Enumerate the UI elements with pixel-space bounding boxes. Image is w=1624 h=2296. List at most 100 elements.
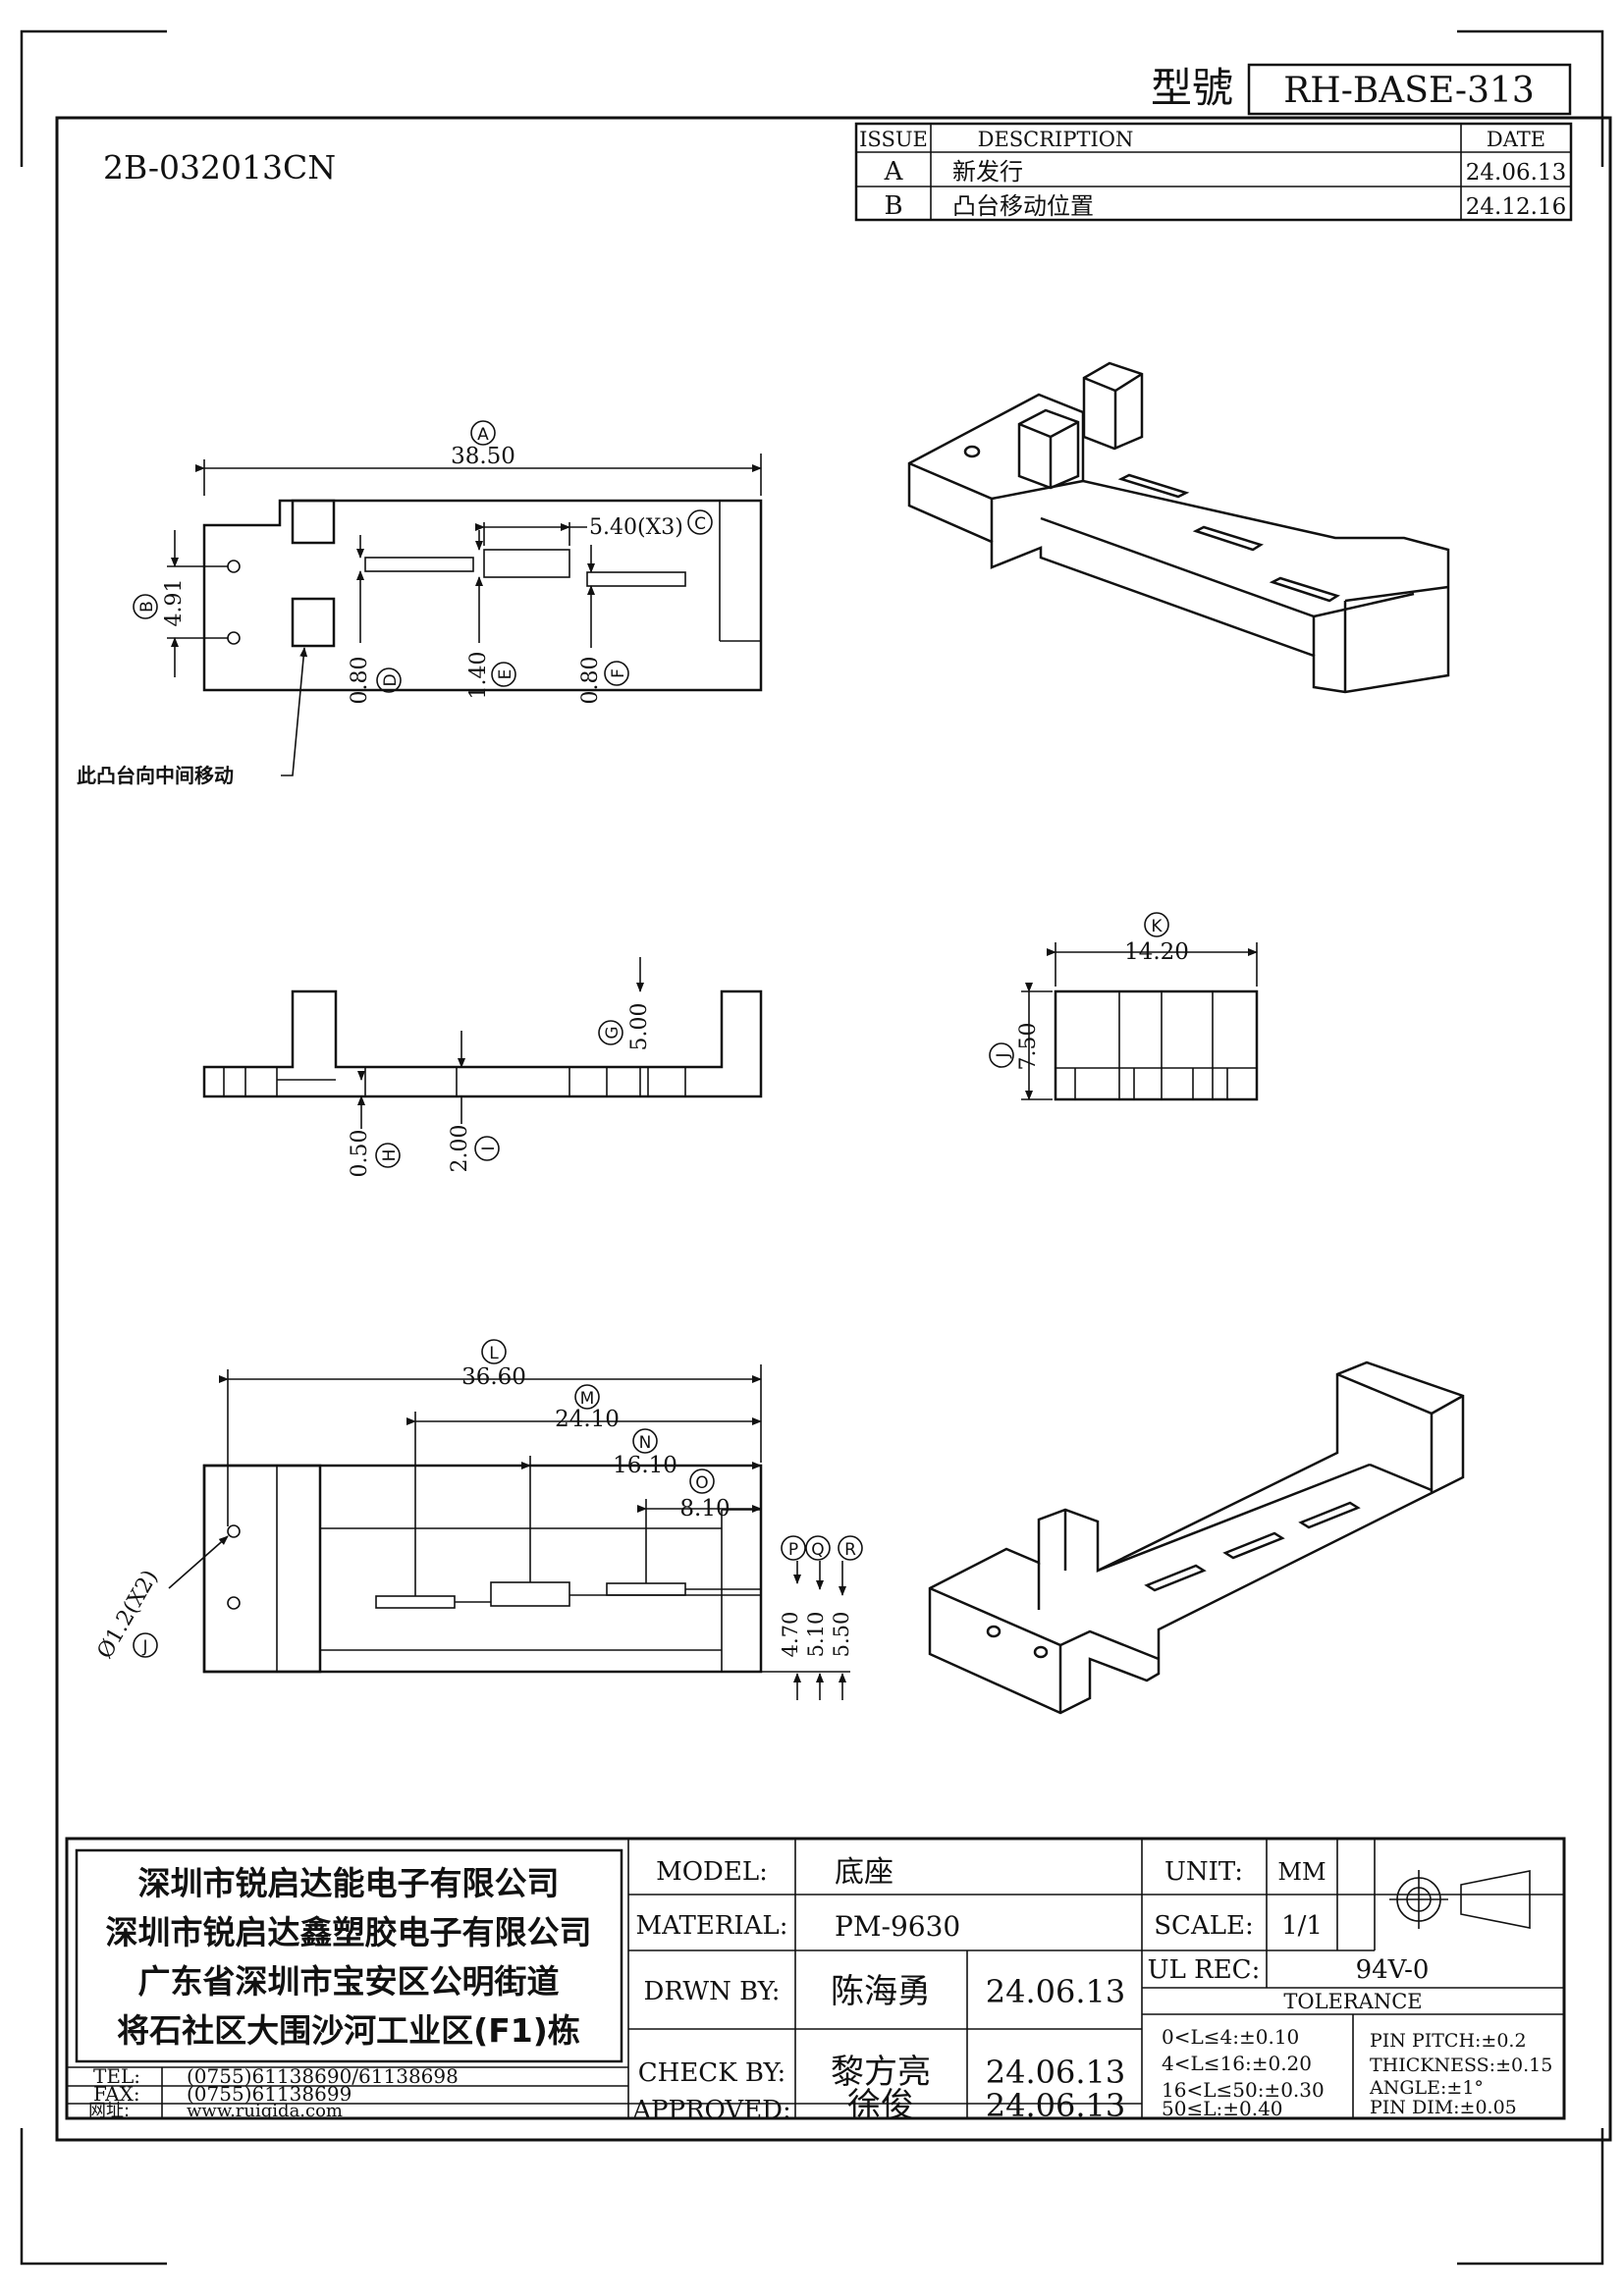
- revision-b-description: 凸台移动位置: [952, 192, 1094, 220]
- dim-n-value: 16.10: [613, 1453, 677, 1478]
- dim-j-tag: J: [994, 1052, 1013, 1058]
- model-header-value: RH-BASE-313: [1283, 71, 1535, 111]
- approved-label: APPROVED:: [631, 2096, 791, 2125]
- dim-o-value: 8.10: [679, 1496, 730, 1522]
- dim-e-tag: E: [496, 669, 515, 680]
- dim-f-value: 0.80: [578, 657, 603, 705]
- approved-name: 徐俊: [847, 2086, 914, 2125]
- drawing-frame: [55, 116, 1612, 2142]
- dim-m-tag: M: [580, 1389, 595, 1409]
- hole-dim-value: Ø1.2(X2): [93, 1566, 164, 1663]
- dim-n-tag: N: [639, 1433, 652, 1453]
- check-date: 24.06.13: [986, 2054, 1126, 2091]
- dim-c-tag: C: [694, 514, 706, 534]
- dim-q-tag: Q: [811, 1540, 824, 1560]
- scale-label: SCALE:: [1154, 1911, 1254, 1941]
- web-value: www.ruiqida.com: [187, 2101, 343, 2121]
- hole-dim-tag: J: [141, 1637, 147, 1657]
- approved-date: 24.06.13: [986, 2087, 1126, 2124]
- dim-a-tag: A: [477, 425, 489, 445]
- model-label: MODEL:: [656, 1857, 768, 1887]
- company-line4: 将石社区大围沙河工业区(F1)栋: [117, 2011, 580, 2050]
- fax-value: (0755)61138699: [187, 2082, 352, 2106]
- revision-header-description: DESCRIPTION: [978, 128, 1134, 151]
- dim-j-value: 7.50: [1016, 1023, 1041, 1071]
- title-block: 深圳市锐启达能电子有限公司 深圳市锐启达鑫塑胶电子有限公司 广东省深圳市宝安区公…: [65, 1837, 1566, 2125]
- boss-note: 此凸台向中间移动: [77, 764, 234, 787]
- drawn-label: DRWN BY:: [644, 1977, 781, 2006]
- dim-c-value: 5.40(X3): [589, 515, 683, 540]
- angle: ANGLE:±1°: [1369, 2077, 1484, 2099]
- tel-label: TEL:: [93, 2064, 140, 2088]
- pin-pitch: PIN PITCH:±0.2: [1370, 2030, 1527, 2052]
- model-header-label: 型號: [1151, 64, 1233, 112]
- tel-value: (0755)61138690/61138698: [187, 2064, 459, 2088]
- ul-value: 94V-0: [1356, 1955, 1430, 1985]
- web-label: 网址:: [88, 2101, 130, 2121]
- dim-f-tag: F: [609, 668, 628, 678]
- fax-label: FAX:: [93, 2082, 140, 2106]
- dim-b-value: 4.91: [162, 579, 187, 627]
- drawn-name: 陈海勇: [831, 1972, 931, 2011]
- revision-a-issue: A: [884, 157, 904, 187]
- material-label: MATERIAL:: [636, 1911, 788, 1941]
- pin-dim: PIN DIM:±0.05: [1370, 2097, 1517, 2118]
- revision-header-issue: ISSUE: [859, 128, 928, 151]
- dim-b-tag: B: [137, 601, 157, 613]
- revision-b-date: 24.12.16: [1466, 194, 1566, 220]
- side-view: K 14.20 7.50 J: [989, 912, 1259, 1101]
- revision-b-issue: B: [884, 191, 902, 221]
- ul-label: UL REC:: [1148, 1955, 1261, 1985]
- dim-h-value: 0.50: [348, 1130, 372, 1178]
- scale-value: 1/1: [1281, 1911, 1323, 1941]
- dim-k-value: 14.20: [1124, 939, 1189, 965]
- material-value: PM-9630: [835, 1910, 960, 1943]
- tol-1: 0<L≤4:±0.10: [1162, 2025, 1299, 2049]
- dim-d-tag: D: [381, 673, 401, 686]
- front-view: 5.00 G 0.50 H 2.00 I: [202, 957, 763, 1178]
- dim-r-value: 5.50: [830, 1612, 853, 1658]
- model-value: 底座: [835, 1855, 893, 1890]
- dim-h-tag: H: [380, 1149, 400, 1162]
- drawing-number: 2B-032013CN: [103, 148, 336, 187]
- thickness: THICKNESS:±0.15: [1370, 2055, 1552, 2076]
- tol-3: 16<L≤50:±0.30: [1162, 2078, 1325, 2102]
- revision-table: ISSUE DESCRIPTION DATE A 新发行 24.06.13 B …: [854, 122, 1573, 222]
- dim-p-value: 4.70: [779, 1612, 802, 1658]
- crop-marks: [20, 29, 1604, 2266]
- isometric-view-top: [907, 361, 1450, 694]
- revision-header-date: DATE: [1487, 128, 1545, 151]
- dim-i-tag: I: [479, 1146, 499, 1150]
- bottom-view: L 36.60 M 24.10 N 16.10 O 8.10 P Q R 4.7…: [93, 1339, 863, 1700]
- check-label: CHECK BY:: [638, 2058, 786, 2088]
- isometric-view-bottom: [928, 1361, 1465, 1715]
- company-line1: 深圳市锐启达能电子有限公司: [138, 1864, 560, 1902]
- company-line3: 广东省深圳市宝安区公明街道: [138, 1962, 560, 2001]
- dim-k-tag: K: [1151, 917, 1163, 936]
- dim-i-value: 2.00: [448, 1125, 472, 1173]
- dim-p-tag: P: [788, 1540, 798, 1560]
- revision-a-date: 24.06.13: [1466, 160, 1566, 186]
- dim-d-value: 0.80: [348, 657, 372, 705]
- tol-2: 4<L≤16:±0.20: [1162, 2052, 1312, 2075]
- dim-m-value: 24.10: [555, 1407, 620, 1432]
- dim-q-value: 5.10: [804, 1612, 828, 1658]
- dim-e-value: 1.40: [466, 652, 491, 700]
- top-view: A 38.50 B 4.91 5.40(X3) C 0.80 D 1.40 E: [77, 420, 763, 787]
- dim-g-tag: G: [603, 1026, 623, 1039]
- dim-l-value: 36.60: [461, 1364, 526, 1390]
- tolerance-label: TOLERANCE: [1283, 1990, 1422, 2013]
- revision-a-description: 新发行: [952, 158, 1023, 186]
- drawn-date: 24.06.13: [986, 1973, 1126, 2010]
- dim-r-tag: R: [844, 1540, 856, 1560]
- dim-a-value: 38.50: [451, 444, 515, 469]
- dim-o-tag: O: [695, 1473, 708, 1493]
- projection-symbol-icon: [1389, 1870, 1531, 1929]
- dim-g-value: 5.00: [627, 1003, 652, 1051]
- unit-label: UNIT:: [1164, 1857, 1243, 1887]
- company-line2: 深圳市锐启达鑫塑胶电子有限公司: [106, 1913, 592, 1951]
- tol-4: 50≤L:±0.40: [1162, 2097, 1283, 2120]
- dim-l-tag: L: [489, 1344, 499, 1363]
- check-name: 黎方亮: [831, 2053, 931, 2092]
